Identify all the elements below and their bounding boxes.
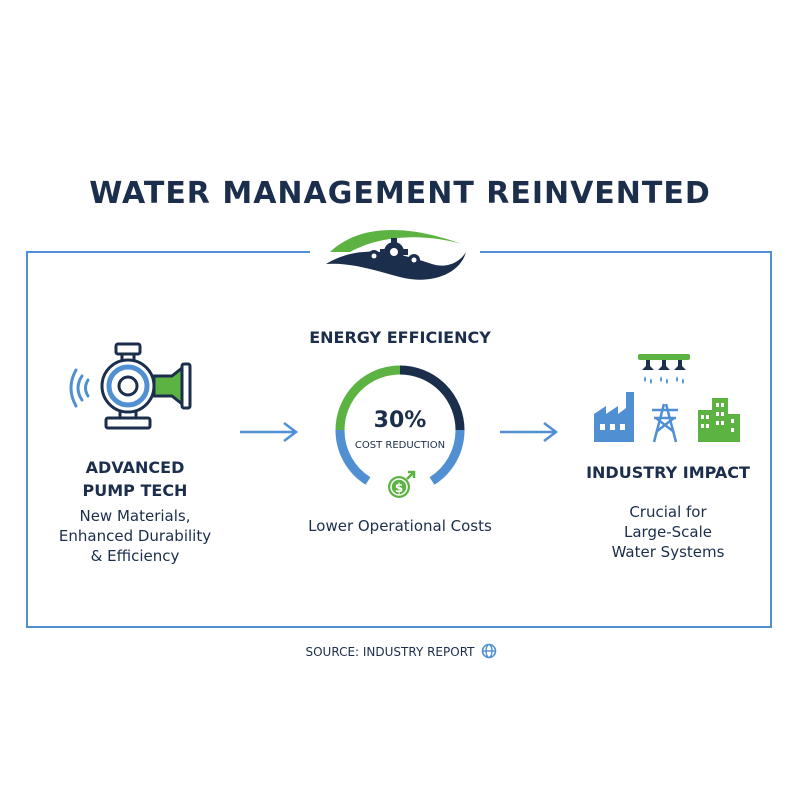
industry-icon bbox=[594, 354, 740, 443]
pump-tech-desc-line2: Enhanced Durability bbox=[58, 527, 212, 545]
wave-gear-logo-icon bbox=[326, 229, 466, 280]
arrow-right-icon bbox=[240, 422, 299, 442]
pump-icon bbox=[69, 342, 192, 430]
money-growth-icon: $ bbox=[388, 470, 416, 498]
efficiency-gauge bbox=[335, 365, 465, 485]
industry-impact-title: INDUSTRY IMPACT bbox=[586, 463, 750, 482]
svg-text:$: $ bbox=[395, 481, 403, 495]
pump-tech-desc-line3: & Efficiency bbox=[90, 547, 180, 565]
arrow-right-icon bbox=[500, 422, 559, 442]
globe-icon bbox=[481, 643, 497, 659]
pump-tech-title-line1: ADVANCED bbox=[85, 458, 185, 477]
energy-efficiency-caption: Lower Operational Costs bbox=[308, 517, 492, 535]
pump-tech-desc-line1: New Materials, bbox=[79, 507, 191, 525]
energy-efficiency-title: ENERGY EFFICIENCY bbox=[309, 328, 491, 347]
source-label: SOURCE: INDUSTRY REPORT bbox=[305, 645, 475, 659]
industry-impact-desc-line2: Large-Scale bbox=[624, 523, 712, 541]
gauge-percent: 30% bbox=[373, 408, 427, 433]
page-title: WATER MANAGEMENT REINVENTED bbox=[89, 176, 711, 211]
pump-tech-title-line2: PUMP TECH bbox=[82, 481, 188, 500]
industry-impact-desc-line1: Crucial for bbox=[629, 503, 707, 521]
industry-impact-desc-line3: Water Systems bbox=[611, 543, 725, 561]
gauge-subtitle: COST REDUCTION bbox=[354, 440, 446, 451]
